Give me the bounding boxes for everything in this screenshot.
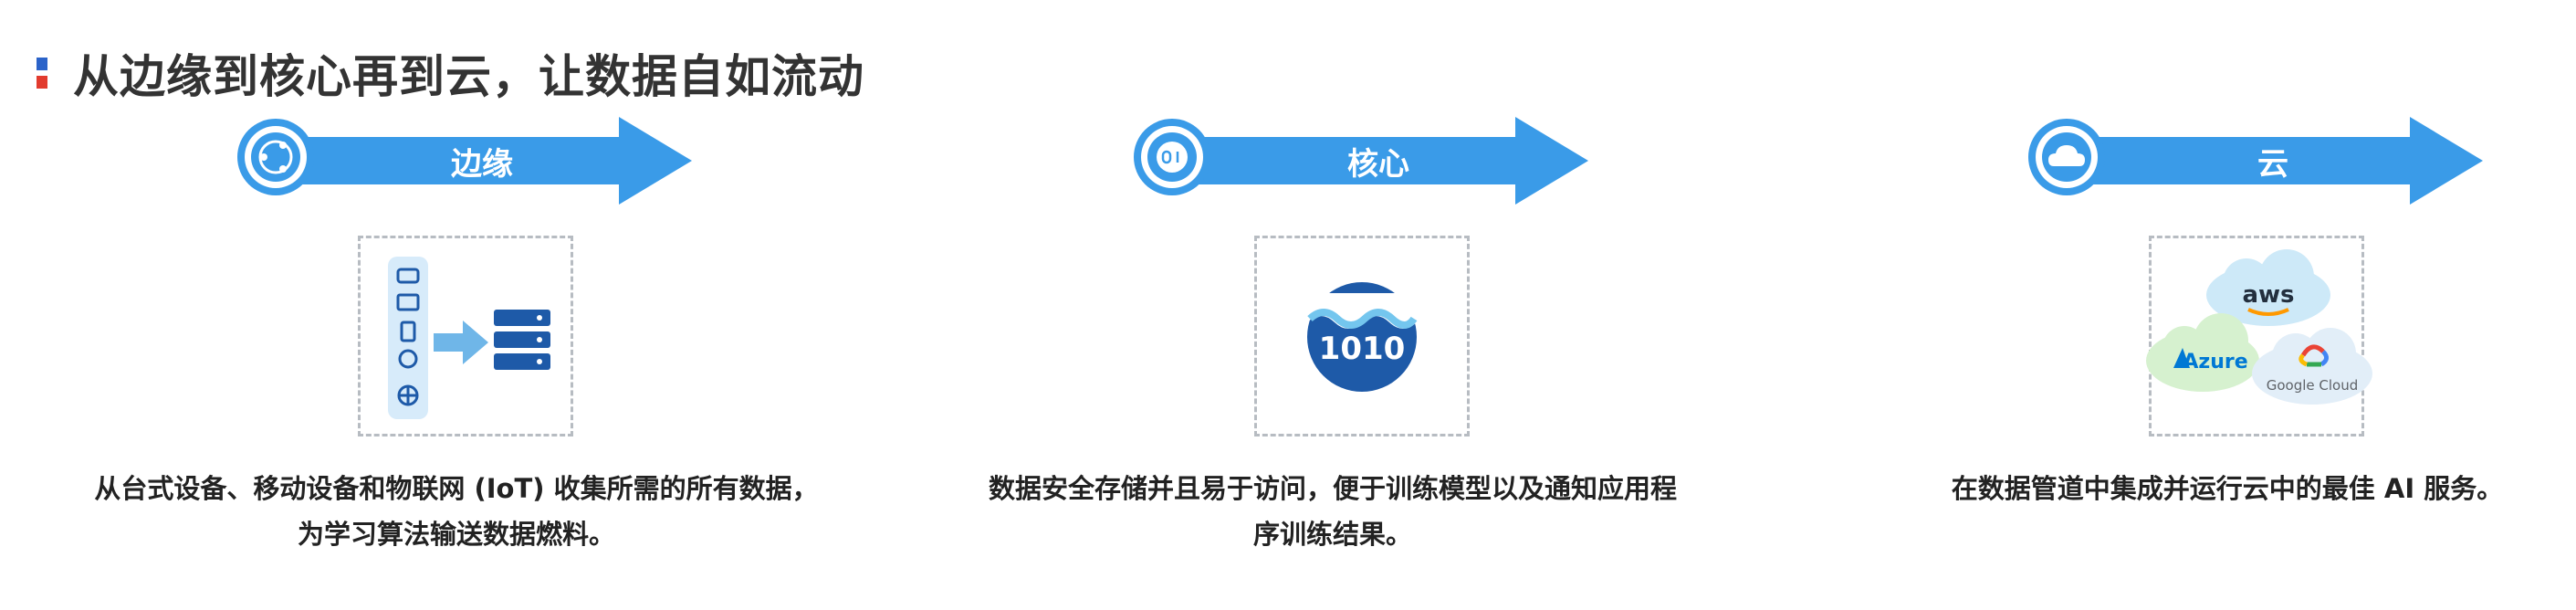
azure-logo-text: Azure — [2183, 351, 2247, 373]
arrow-shape — [276, 117, 692, 205]
description-line: 为学习算法输送数据燃料。 — [297, 519, 615, 550]
description-core: 数据安全存储并且易于访问，便于训练模型以及通知应用程 序训练结果。 — [931, 466, 1734, 557]
description-edge: 从台式设备、移动设备和物联网 (IoT) 收集所需的所有数据， 为学习算法输送数… — [55, 466, 858, 557]
aws-cloud: aws — [2206, 249, 2330, 326]
azure-cloud: Azure — [2146, 313, 2259, 392]
arrow-shape — [1172, 117, 1588, 205]
arrow-shape — [2067, 117, 2483, 205]
data-lake-1010-icon: 1010 — [1307, 282, 1418, 392]
arrow-label-cloud: 云 — [2257, 145, 2288, 183]
section-header: 从边缘到核心再到云，让数据自如流动 — [37, 37, 864, 110]
page-title: 从边缘到核心再到云，让数据自如流动 — [73, 50, 864, 103]
title-marker-red — [37, 76, 47, 89]
description-line: 数据安全存储并且易于访问，便于训练模型以及通知应用程 — [988, 473, 1677, 504]
google-cloud: Google Cloud — [2252, 328, 2372, 405]
arrow-cloud: 云 — [2026, 117, 2483, 205]
edge-image-frame — [358, 236, 573, 436]
cloud-icon — [2028, 119, 2105, 195]
description-line: 从台式设备、移动设备和物联网 (IoT) 收集所需的所有数据， — [94, 473, 819, 504]
binary-circle-icon — [1134, 119, 1210, 195]
azure-logo-icon — [2173, 348, 2190, 368]
aws-logo-text: aws — [2242, 281, 2294, 309]
description-line: 序训练结果。 — [1252, 519, 1412, 550]
data-lake-label: 1010 — [1319, 331, 1406, 367]
google-cloud-logo-icon — [2299, 344, 2329, 367]
column-core: 核心 1010 数据安全存储并且易于访问，便于训练模型以及通知应用程 序训练结果… — [858, 0, 1716, 610]
title-marker — [37, 58, 47, 89]
cloud-providers-icon: aws Azure Google Cloud — [2146, 249, 2372, 405]
cloud-image-frame: aws Azure Google Cloud — [2146, 236, 2372, 436]
arrow-label-core: 核心 — [1347, 145, 1409, 183]
column-cloud: 云 aws Azure — [1716, 0, 2574, 610]
devices-to-server-icon — [388, 257, 550, 419]
google-cloud-logo-text: Google Cloud — [2267, 377, 2359, 394]
core-image-frame: 1010 — [1254, 236, 1470, 436]
description-line: 在数据管道中集成并运行云中的最佳 AI 服务。 — [1951, 473, 2504, 504]
arrow-edge: 边缘 — [236, 117, 692, 205]
description-cloud: 在数据管道中集成并运行云中的最佳 AI 服务。 — [1880, 466, 2574, 511]
circle-nodes-icon — [237, 119, 314, 195]
arrow-label-edge: 边缘 — [451, 145, 513, 183]
column-edge: 边缘 从台式设备、移动设备和物联网 (IoT) 收集所需的所有数据， 为学 — [0, 0, 858, 610]
arrow-core: 核心 — [1132, 117, 1588, 205]
title-marker-blue — [37, 58, 47, 70]
